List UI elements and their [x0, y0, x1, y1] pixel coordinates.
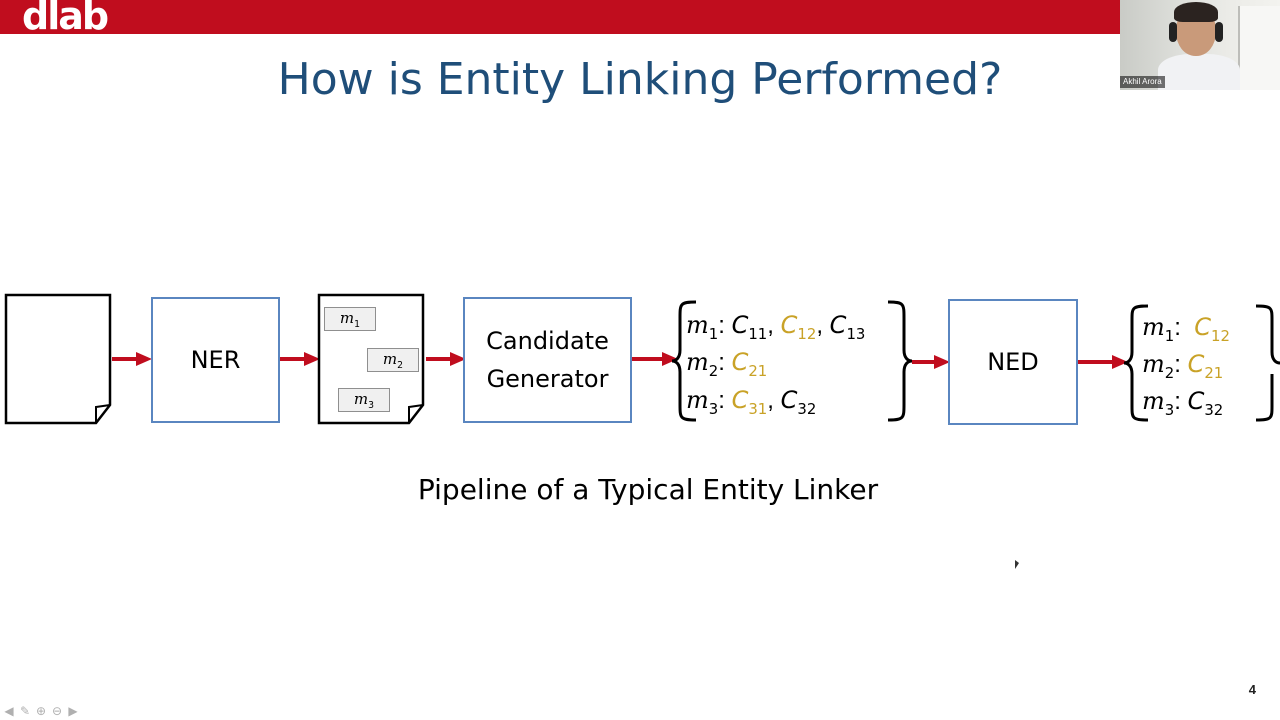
webcam-person-body [1158, 54, 1240, 90]
webcam-whiteboard [1238, 6, 1280, 90]
page-number: 4 [1248, 682, 1256, 697]
candidate-generator-label-line1: Candidate [486, 327, 609, 355]
arrow-icon [1078, 355, 1128, 369]
mention-box-m2: m2 [367, 348, 419, 372]
slideshow-controls: ◀ ✎ ⊕ ⊖ ▶ [2, 704, 80, 718]
pipeline-diagram: NER m1 m2 m3 Candidate Generator m1: C11… [0, 280, 1280, 440]
output-set-braces [1124, 304, 1280, 422]
output-line-m2: m2: C21 [1142, 350, 1224, 382]
output-line-m3: m3: C32 [1142, 387, 1224, 419]
output-line-m1: m1: C12 [1142, 313, 1230, 345]
dlab-logo: dlab [22, 0, 109, 38]
mention-box-m1: m1 [324, 307, 376, 331]
candidate-generator-label-line2: Generator [486, 365, 609, 393]
candidate-set-line-m1: m1: C11, C12, C13 [686, 311, 866, 343]
previous-slide-icon[interactable]: ◀ [4, 704, 14, 718]
ner-box: NER [151, 297, 280, 423]
pen-icon[interactable]: ✎ [19, 704, 31, 718]
header-bar: dlab [0, 0, 1120, 38]
webcam-person-hair [1174, 2, 1218, 22]
ned-label: NED [987, 348, 1039, 376]
mention-box-m3: m3 [338, 388, 390, 412]
document-icon [4, 293, 112, 425]
mouse-cursor-icon [1015, 560, 1019, 569]
arrow-icon [632, 352, 678, 366]
webcam-thumbnail[interactable]: Akhil Arora [1120, 0, 1280, 90]
next-slide-icon[interactable]: ▶ [68, 704, 78, 718]
candidate-set-line-m2: m2: C21 [686, 348, 768, 380]
arrow-icon [280, 352, 320, 366]
menu-icon[interactable]: ⊖ [51, 704, 63, 718]
arrow-icon [112, 352, 152, 366]
pipeline-caption: Pipeline of a Typical Entity Linker [417, 473, 879, 506]
participant-name: Akhil Arora [1120, 76, 1165, 88]
zoom-icon[interactable]: ⊕ [35, 704, 47, 718]
candidate-set-line-m3: m3: C31, C32 [686, 386, 817, 418]
arrow-icon [426, 352, 466, 366]
candidate-generator-box: Candidate Generator [463, 297, 632, 423]
ner-label: NER [190, 346, 241, 374]
headset-icon [1169, 22, 1177, 42]
ned-box: NED [948, 299, 1078, 425]
candidate-set-braces [672, 300, 912, 422]
arrow-icon [912, 355, 950, 369]
headset-icon-right [1215, 22, 1223, 42]
slide-title: How is Entity Linking Performed? [277, 54, 1003, 105]
